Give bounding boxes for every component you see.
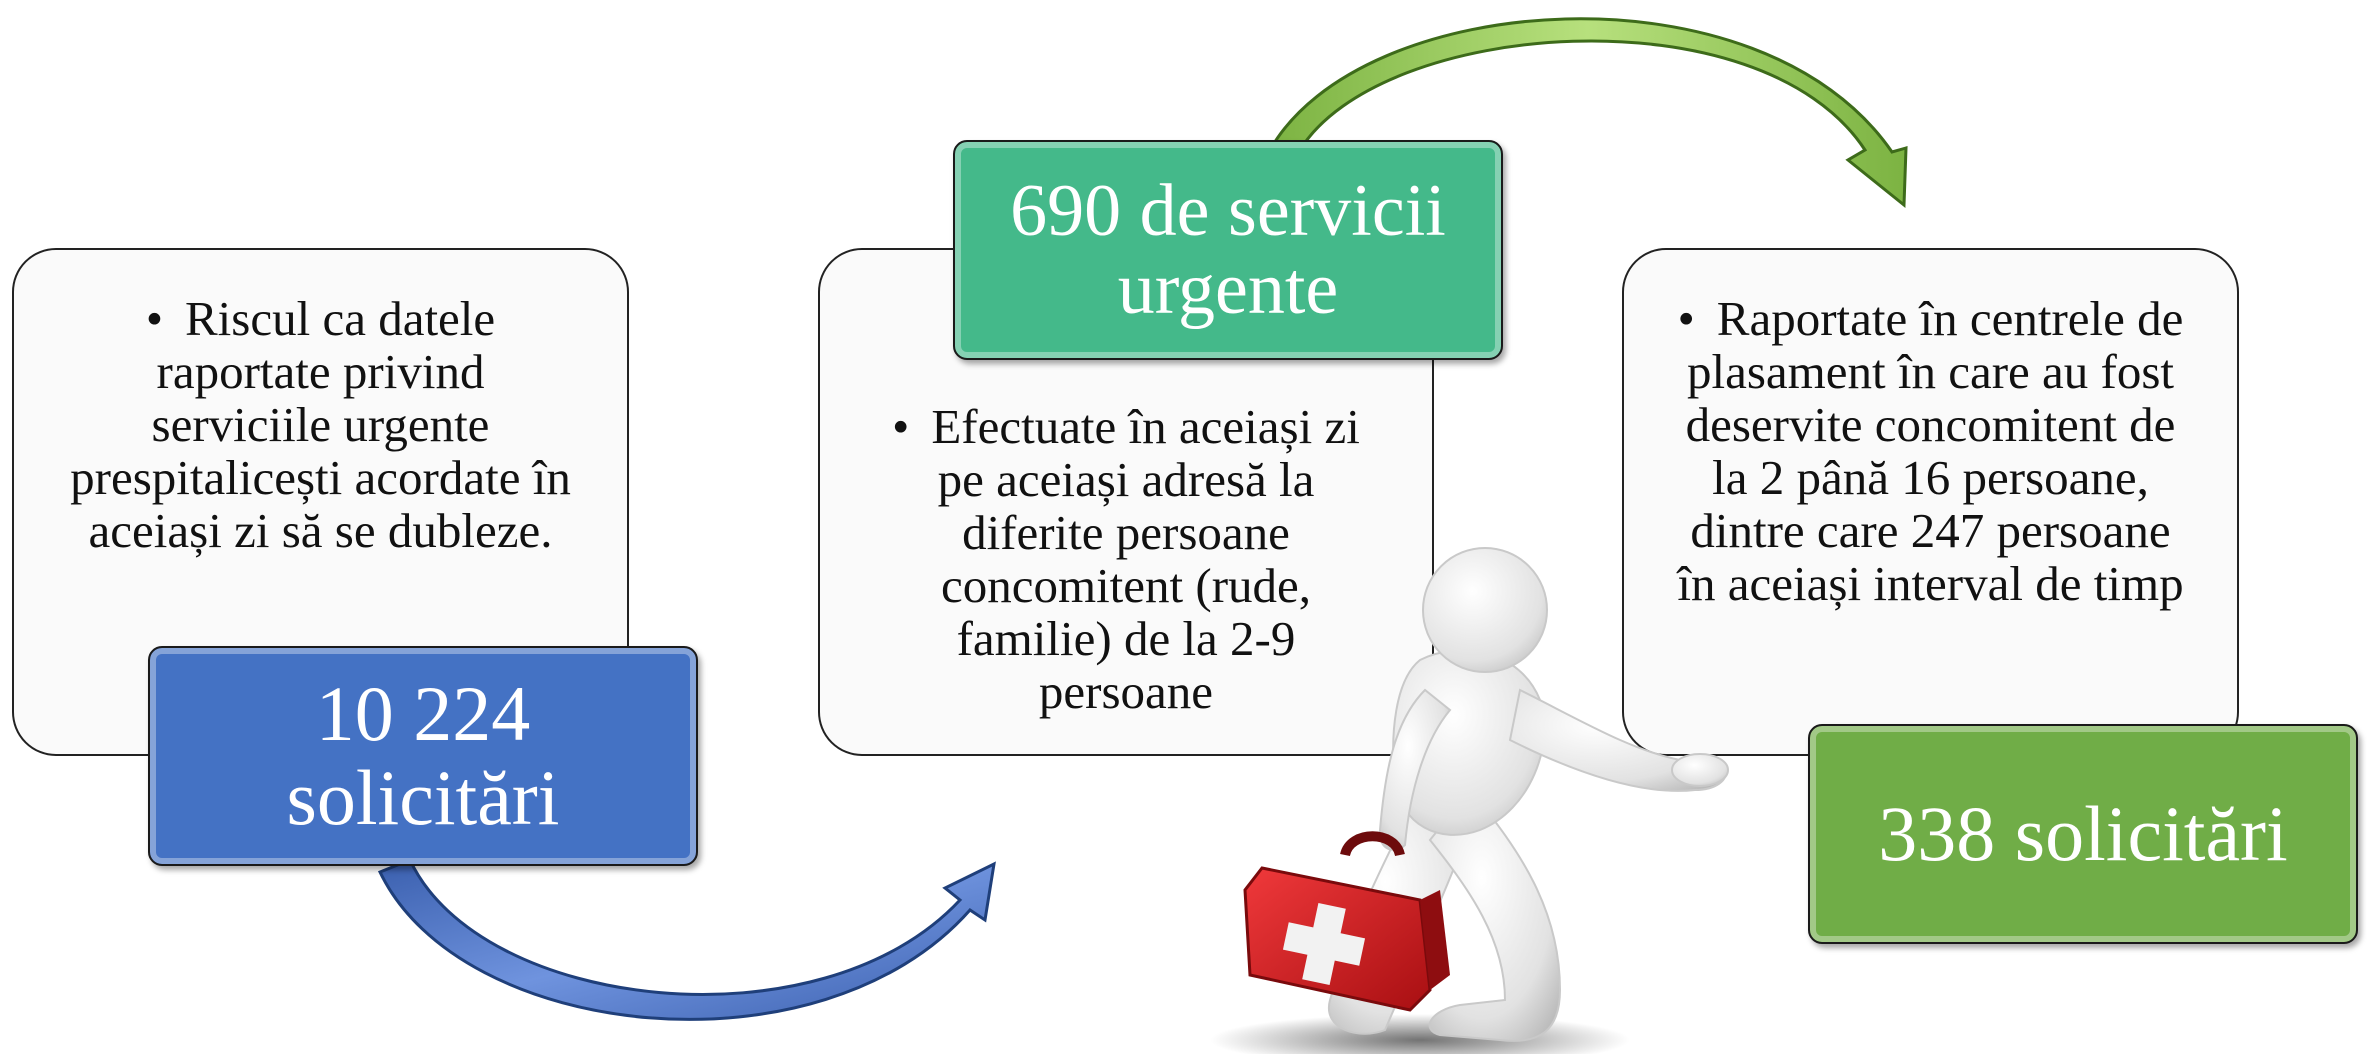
first-aid-kit-icon — [1243, 831, 1450, 1012]
ground-shadow — [1210, 1014, 1630, 1054]
front-leg — [1428, 788, 1562, 1042]
step-3-count-label: 338 solicitări — [1808, 724, 2358, 944]
step-1-text: Riscul ca datele raportate privind servi… — [70, 291, 571, 558]
step-2-count-text: 690 de servicii urgente — [1010, 170, 1446, 330]
right-hand — [1671, 753, 1729, 787]
blue-curved-arrow — [377, 858, 996, 1021]
step-1-card: •Riscul ca datele raportate privind serv… — [12, 248, 629, 756]
step-1-count-text: 10 224 solicitări — [286, 670, 560, 841]
step-2-bullet-item: •Efectuate în aceiași zi pe aceiași adre… — [892, 399, 1360, 719]
step-3-count-text: 338 solicitări — [1878, 790, 2288, 877]
step-1-count-label: 10 224 solicitări — [148, 646, 698, 866]
step-2-text: Efectuate în aceiași zi pe aceiași adres… — [931, 399, 1360, 719]
step-2-count-label: 690 de servicii urgente — [953, 140, 1503, 360]
step-3-card: •Raportate în centrele de plasament în c… — [1622, 248, 2239, 756]
green-curved-arrow — [1267, 17, 1908, 209]
step-3-text: Raportate în centrele de plasament în ca… — [1677, 291, 2184, 611]
head — [1422, 547, 1548, 673]
cross-symbol — [1282, 902, 1366, 986]
left-arm — [1378, 688, 1452, 851]
step-1-bullet-item: •Riscul ca datele raportate privind serv… — [70, 291, 571, 558]
step-3-bullet-item: •Raportate în centrele de plasament în c… — [1677, 291, 2184, 611]
